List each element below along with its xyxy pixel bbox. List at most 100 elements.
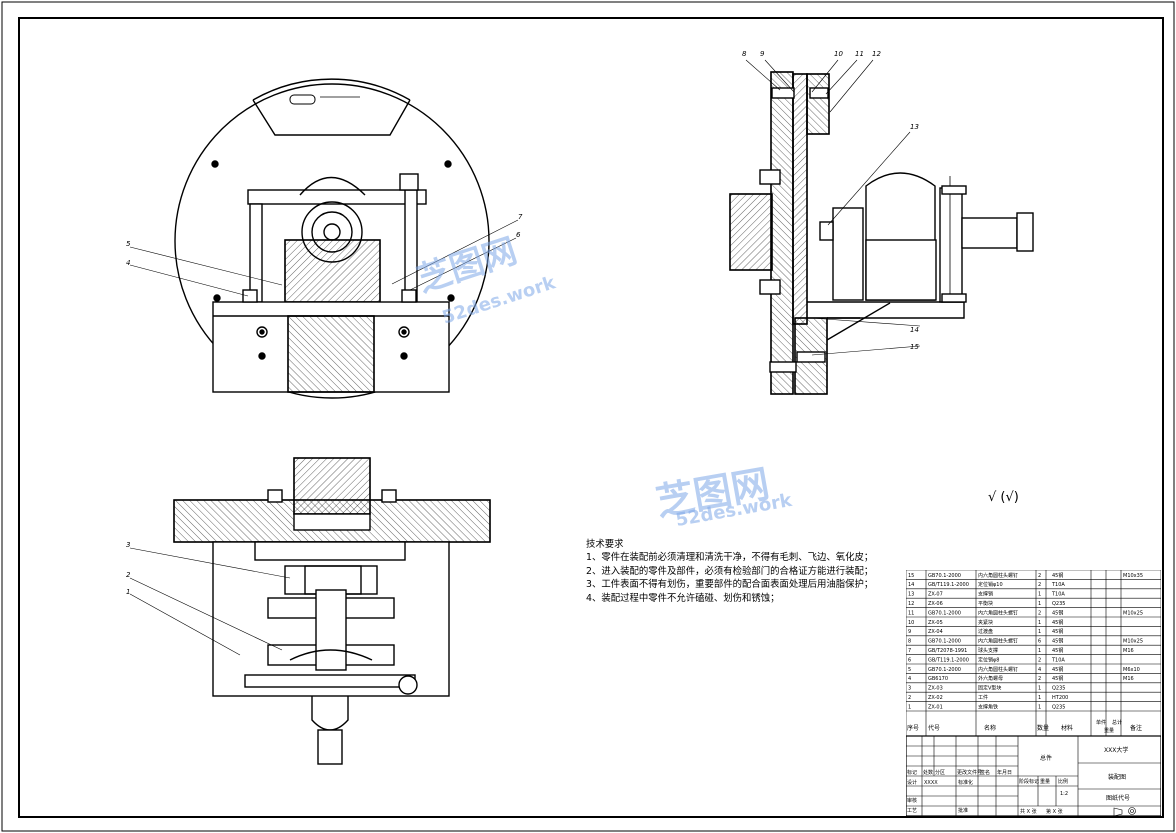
- bom-cell-note: M6x10: [1123, 667, 1140, 673]
- bom-cell-name: 定位销φ10: [978, 581, 1003, 588]
- balloon-2: 2: [126, 571, 131, 579]
- tb-scale-value: 1:2: [1060, 791, 1068, 797]
- tech-req-item-1: 1、零件在装配前必须清理和清洗干净，不得有毛刺、飞边、氧化皮；: [586, 552, 874, 564]
- bom-cell-name: 工件: [978, 694, 988, 701]
- balloon-14: 14: [910, 326, 919, 334]
- tech-req-item-3: 3、工件表面不得有划伤，重要部件的配合面表面处理后用油脂保护；: [586, 579, 874, 591]
- tech-req-item-4: 4、装配过程中零件不允许磕碰、划伤和锈蚀；: [586, 592, 780, 604]
- balloon-8: 8: [742, 50, 747, 58]
- balloon-9: 9: [760, 50, 765, 58]
- bom-cell-material: HT200: [1052, 695, 1068, 701]
- bom-cell-note: M10x25: [1123, 610, 1143, 616]
- bom-cell-code: GB70.1-2000: [928, 667, 961, 673]
- bom-cell-material: 45钢: [1052, 675, 1063, 682]
- side-view-leaders: [745, 59, 921, 356]
- bom-cell-name: 定位销φ8: [978, 656, 999, 663]
- balloon-5: 5: [126, 240, 131, 248]
- bom-cell-qty: 2: [1038, 657, 1041, 663]
- bom-cell-no: 8: [908, 639, 911, 645]
- projection-symbol-icon: [1113, 807, 1136, 816]
- tb-mark: 标记: [907, 769, 917, 776]
- bom-cell-code: GB/T2078-1991: [928, 648, 967, 654]
- bom-cell-no: 11: [908, 610, 914, 616]
- bom-cell-no: 6: [908, 657, 911, 663]
- bom-cell-code: GB/T119.1-2000: [928, 582, 969, 588]
- bom-cell-code: ZX-07: [928, 592, 943, 598]
- tech-req-item-2: 2、进入装配的零件及部件，必须有检验部门的合格证方能进行装配；: [586, 565, 874, 577]
- bom-cell-no: 5: [908, 667, 911, 673]
- bom-header-no: 序号: [907, 724, 919, 732]
- bom-cell-qty: 2: [1038, 610, 1041, 616]
- bom-cell-note: M16: [1123, 648, 1134, 654]
- bom-header: 序号 代号 名称 数量 材料 单件 总计 重量 备注: [907, 719, 1142, 734]
- inner-frame: [18, 17, 1164, 818]
- front-view: [174, 78, 490, 399]
- bom-cell-qty: 2: [1038, 573, 1041, 579]
- bom-cell-material: 45钢: [1052, 638, 1063, 645]
- bom-cell-qty: 1: [1038, 629, 1041, 635]
- bom-cell-no: 12: [908, 601, 914, 607]
- bom-cell-qty: 1: [1038, 601, 1041, 607]
- top-view: [173, 457, 491, 765]
- bom-header-weight: 重量: [1104, 727, 1114, 734]
- bom-cell-code: ZX-02: [928, 695, 943, 701]
- bom-cell-qty: 1: [1038, 648, 1041, 654]
- tb-designer: XXXX: [924, 780, 938, 786]
- bom-cell-no: 1: [908, 704, 911, 710]
- bom-cell-code: ZX-01: [928, 704, 943, 710]
- bom-cell-code: GB70.1-2000: [928, 610, 961, 616]
- bom-cell-code: ZX-04: [928, 629, 943, 635]
- bom-cell-name: 夹紧块: [978, 619, 993, 626]
- balloon-12: 12: [872, 50, 881, 58]
- tb-review: 审核: [907, 797, 917, 804]
- bom-cell-qty: 1: [1038, 620, 1041, 626]
- bom-cell-name: 外六角螺母: [978, 675, 1003, 682]
- bom-cell-no: 4: [908, 676, 911, 682]
- tb-zone: 分区: [935, 769, 945, 776]
- title-drawing-no: 图纸代号: [1106, 794, 1130, 802]
- bom-cell-note: M10x35: [1123, 573, 1143, 579]
- bom-cell-note: M10x25: [1123, 639, 1143, 645]
- side-view: [729, 71, 1034, 395]
- bom-cell-code: GB/T119.1-2000: [928, 657, 969, 663]
- bom-cell-qty: 1: [1038, 592, 1041, 598]
- bom-cell-qty: 6: [1038, 639, 1041, 645]
- tb-sheet-no: 第 X 张: [1046, 808, 1063, 815]
- bom-cell-name: 支撑角铁: [978, 703, 998, 710]
- tb-scale: 比例: [1058, 778, 1068, 785]
- tb-change-doc: 更改文件号: [957, 769, 982, 776]
- bom-cell-material: 45钢: [1052, 647, 1063, 654]
- bom-cell-name: 球头支撑: [978, 647, 998, 654]
- bom-header-code: 代号: [928, 724, 940, 732]
- tech-req-title: 技术要求: [586, 539, 624, 550]
- bom-cell-qty: 1: [1038, 704, 1041, 710]
- bom-header-qty: 数量: [1037, 724, 1049, 732]
- bom-cell-no: 13: [908, 592, 914, 598]
- tb-date: 年月日: [997, 769, 1012, 776]
- bom-cell-no: 10: [908, 620, 914, 626]
- tb-weight: 重量: [1040, 778, 1050, 785]
- bom-cell-material: T10A: [1051, 582, 1065, 588]
- top-view-leaders: [129, 547, 291, 656]
- bom-cell-qty: 2: [1038, 676, 1041, 682]
- bom-cell-code: GB70.1-2000: [928, 573, 961, 579]
- bom-cell-no: 3: [908, 686, 911, 692]
- bom-cell-material: T10A: [1051, 592, 1065, 598]
- bom-cell-material: T10A: [1051, 657, 1065, 663]
- bom-cell-qty: 1: [1038, 695, 1041, 701]
- tb-signature: 签名: [980, 769, 990, 776]
- tb-approve: 批准: [958, 807, 968, 814]
- tb-sheets-total: 共 X 张: [1020, 808, 1037, 815]
- tb-process: 工艺: [907, 808, 917, 814]
- bom-cell-name: 固定V型块: [978, 685, 1001, 692]
- bom-cell-material: Q235: [1052, 686, 1065, 692]
- title-assembly: 总件: [1040, 754, 1052, 762]
- bom-cell-material: Q235: [1052, 601, 1065, 607]
- balloon-6: 6: [516, 231, 521, 239]
- bom-cell-qty: 1: [1038, 686, 1041, 692]
- balloon-4: 4: [126, 259, 130, 267]
- balloon-11: 11: [855, 50, 864, 58]
